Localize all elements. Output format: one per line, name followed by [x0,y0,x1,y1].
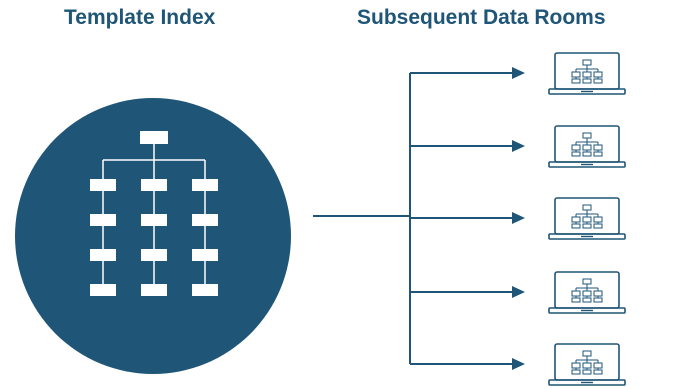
data-room-icons [548,52,626,386]
arrowhead-icon [512,140,525,152]
node-box [141,179,167,191]
laptop-org-chart-icon [548,125,626,168]
node-box [192,249,218,261]
laptop-org-chart-icon [548,343,626,386]
node-box [141,284,167,296]
org-chart-grid-icon [90,131,218,296]
arrowhead-icon [512,67,525,79]
template-index-title: Template Index [64,6,216,29]
node-box [141,214,167,226]
laptop-org-chart-icon [548,197,626,240]
laptop-org-chart-icon [548,271,626,314]
root-box [140,131,168,144]
node-box [90,284,116,296]
node-box [192,214,218,226]
arrowhead-icon [512,212,525,224]
data-rooms-title: Subsequent Data Rooms [357,6,606,29]
node-box [90,179,116,191]
node-box [192,179,218,191]
laptop-org-chart-icon [548,52,626,95]
connector-lines [313,67,525,370]
node-box [90,249,116,261]
node-box [192,284,218,296]
node-box [90,214,116,226]
arrowhead-icon [512,358,525,370]
arrowhead-icon [512,286,525,298]
template-index-icon [15,98,291,374]
node-box [141,249,167,261]
template-index-circle [15,98,291,374]
